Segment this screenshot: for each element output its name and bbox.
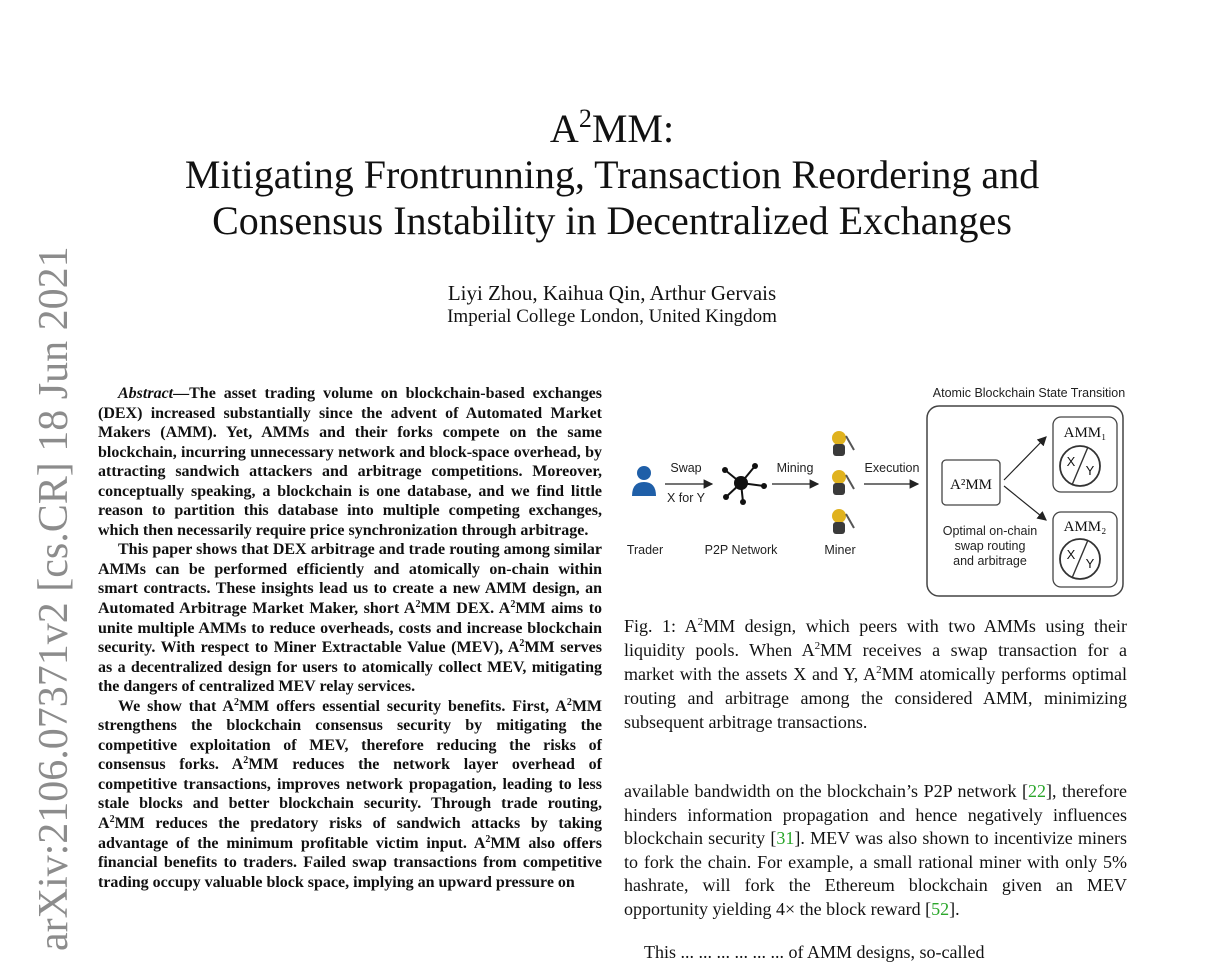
miner-icon [832, 509, 855, 534]
abstract-paragraph-1: Abstract—The asset trading volume on blo… [98, 385, 602, 539]
swap-sub-label: X for Y [667, 491, 706, 505]
execution-label: Execution [865, 461, 920, 475]
body-paragraph: available bandwidth on the blockchain’s … [624, 781, 1127, 919]
citation-link[interactable]: 22 [1028, 781, 1047, 801]
authors: Liyi Zhou, Kaihua Qin, Arthur Gervais [447, 281, 777, 305]
amm1-pool-icon: X Y [1059, 445, 1101, 487]
route-arrow-amm2 [1003, 485, 1047, 521]
description-line-3: and arbitrage [953, 554, 1027, 568]
affiliation: Imperial College London, United Kingdom [447, 306, 777, 327]
p2p-network-icon [722, 463, 767, 505]
x-letter: X [1067, 547, 1076, 562]
title-main: A2MM: [549, 104, 675, 152]
amm2-label: AMM₂ [1064, 519, 1107, 535]
a2mm-box [941, 459, 1001, 506]
abstract: Abstract—The asset trading volume on blo… [98, 384, 602, 892]
amm1-label: AMM₁ [1064, 425, 1107, 441]
y-letter: Y [1086, 463, 1095, 478]
abstract-paragraph-2: This paper shows that DEX arbitrage and … [98, 541, 603, 696]
title-subtitle-2: Consensus Instability in Decentralized E… [212, 198, 1012, 243]
description-line-2: swap routing [955, 539, 1026, 553]
miner-icon [832, 431, 855, 456]
description-line-1: Optimal on-chain [943, 524, 1038, 538]
mining-label: Mining [777, 461, 814, 475]
route-arrow-amm1 [1003, 436, 1047, 481]
figure-caption: Fig. 1: A2MM design, which peers with tw… [624, 616, 1128, 732]
a2mm-label: A²MM [950, 477, 992, 493]
arxiv-identifier: arXiv:2106.07371v2 [cs.CR] 18 Jun 2021 [31, 246, 77, 951]
y-letter: Y [1086, 556, 1095, 571]
title-subtitle-1: Mitigating Frontrunning, Transaction Reo… [184, 152, 1040, 197]
figure-top-label: Atomic Blockchain State Transition [933, 386, 1125, 400]
miner-icon [832, 470, 855, 495]
amm2-pool-icon: X Y [1059, 538, 1101, 580]
trader-label: Trader [627, 543, 663, 557]
swap-label: Swap [670, 461, 701, 475]
abstract-paragraph-3: We show that A2MM offers essential secur… [98, 696, 603, 891]
amm2-box [1052, 511, 1118, 588]
p2p-label: P2P Network [705, 543, 778, 557]
state-transition-box [926, 405, 1124, 597]
citation-link[interactable]: 31 [776, 828, 795, 848]
paper-title: A2MM: Mitigating Frontrunning, Transacti… [0, 106, 1224, 244]
next-paragraph-cut: This ... ... ... ... ... ... of AMM desi… [644, 942, 985, 962]
figure-a2mm-design: Atomic Blockchain State Transition Trade… [622, 380, 1130, 602]
miner-label: Miner [824, 543, 855, 557]
citation-link[interactable]: 52 [931, 898, 950, 919]
abstract-label: Abstract [118, 385, 174, 402]
x-letter: X [1067, 454, 1076, 469]
trader-icon [632, 466, 656, 496]
